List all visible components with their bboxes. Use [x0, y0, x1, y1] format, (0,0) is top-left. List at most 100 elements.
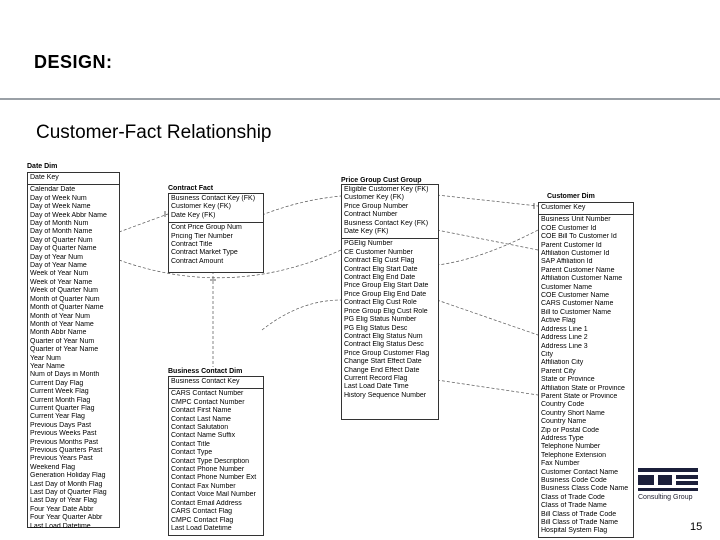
attribute: Contract Elig Start Date	[344, 265, 418, 273]
attribute: Address Line 2	[541, 334, 588, 342]
business-contact-dim-attributes: CARS Contact Number CMPC Contact Number …	[169, 389, 263, 534]
date-dim-keys: Date Key	[28, 173, 119, 186]
key-field: Customer Key (FK)	[171, 203, 231, 211]
price-group-cust-group-entity: Eligible Customer Key (FK) Customer Key …	[341, 184, 439, 420]
attribute: Telephone Number	[541, 443, 601, 451]
attribute: Day of Year Num	[30, 253, 83, 261]
price-group-cust-group-title: Price Group Cust Group	[341, 177, 422, 184]
attribute: Pricing Tier Number	[171, 232, 233, 240]
attribute: Day of Quarter Name	[30, 245, 97, 253]
attribute: History Sequence Number	[344, 391, 427, 399]
attribute: Month Abbr Name	[30, 329, 87, 337]
attribute: Contact Fax Number	[171, 482, 236, 490]
rel-customer-to-price-group-5	[436, 229, 539, 266]
attribute: Contract Elig End Date	[344, 274, 416, 282]
attribute: Customer Name	[541, 283, 592, 291]
attribute: Day of Quarter Num	[30, 236, 93, 244]
attribute: Calendar Date	[30, 186, 76, 194]
attribute: CARS Contact Number	[171, 390, 244, 398]
contract-fact-entity: Business Contact Key (FK) Customer Key (…	[168, 193, 264, 273]
rel-contract-fact-to-customer	[261, 195, 342, 216]
contract-fact-attributes: Cont Price Group Num Pricing Tier Number…	[169, 223, 263, 267]
attribute: Contract Title	[171, 241, 213, 249]
attribute: COE Bill To Customer Id	[541, 233, 617, 241]
customer-dim-attributes: Business Unit Number COE Customer Id COE…	[539, 215, 633, 536]
attribute: Affiliation City	[541, 359, 584, 367]
logo-text: Consulting Group	[638, 494, 693, 501]
attribute: Bill Class of Trade Name	[541, 519, 619, 527]
customer-dim-title: Customer Dim	[547, 193, 595, 200]
attribute: Day of Year Name	[30, 262, 87, 270]
attribute: Cont Price Group Num	[171, 224, 242, 232]
slide-subtitle: Customer-Fact Relationship	[36, 122, 272, 143]
attribute: Hospital System Flag	[541, 527, 608, 535]
attribute: Price Group Elig End Date	[344, 290, 427, 298]
attribute: Price Group Elig Start Date	[344, 282, 429, 290]
attribute: Address Line 1	[541, 325, 588, 333]
attribute: Price Group Elig Cust Role	[344, 307, 428, 315]
attribute: Contract Amount	[171, 257, 224, 265]
attribute: Contact First Name	[171, 407, 232, 415]
attribute: Change Start Effect Date	[344, 358, 422, 366]
attribute: Day of Week Name	[30, 203, 91, 211]
customer-dim-keys: Customer Key	[539, 203, 633, 216]
key-field: Customer Key (FK)	[344, 194, 404, 202]
attribute: Business Class Code Name	[541, 485, 629, 493]
attribute: Country Short Name	[541, 409, 605, 417]
attribute: Month of Year Name	[30, 320, 94, 328]
rel-price-group-to-customer-1	[436, 194, 539, 207]
attribute: Day of Month Num	[30, 220, 89, 228]
attribute: Last Load Datetime	[30, 522, 91, 530]
attribute: Address Line 3	[541, 342, 588, 350]
attribute: Current Month Flag	[30, 396, 91, 404]
key-field: Business Contact Key	[171, 378, 240, 385]
attribute: Weekend Flag	[30, 463, 76, 471]
rel-price-group-to-customer-2	[436, 229, 539, 251]
attribute: Current Quarter Flag	[30, 404, 95, 412]
attribute: Day of Week Abbr Name	[30, 211, 107, 219]
attribute: Year Num	[30, 354, 61, 362]
key-field: Date Key (FK)	[344, 228, 389, 236]
rel-business-contact-to-price-group	[261, 299, 342, 331]
key-field: Business Contact Key (FK)	[344, 219, 429, 227]
attribute: COE Customer Id	[541, 224, 597, 232]
attribute: Affiliation Customer Id	[541, 250, 610, 258]
attribute: SAP Affiliation Id	[541, 258, 593, 266]
business-contact-dim-keys: Business Contact Key	[169, 377, 263, 390]
attribute: Contract Market Type	[171, 249, 238, 257]
price-group-cust-group-keys: Eligible Customer Key (FK) Customer Key …	[342, 185, 438, 240]
attribute: Class of Trade Code	[541, 493, 605, 501]
attribute: Previous Weeks Past	[30, 430, 97, 438]
attribute: Month of Quarter Name	[30, 304, 104, 312]
attribute: Last Day of Month Flag	[30, 480, 103, 488]
date-dim-attributes: Calendar Date Day of Week Num Day of Wee…	[28, 185, 119, 532]
attribute: Telephone Extension	[541, 451, 606, 459]
attribute: Previous Months Past	[30, 438, 99, 446]
attribute: Last Day of Quarter Flag	[30, 489, 107, 497]
attribute: Contact Phone Number	[171, 466, 245, 474]
attribute: Last Load Datetime	[171, 524, 232, 532]
key-field: Date Key	[30, 174, 59, 181]
attribute: Affiliation State or Province	[541, 384, 625, 392]
date-dim-title: Date Dim	[27, 163, 58, 170]
attribute: PG Elig Status Number	[344, 316, 417, 324]
attribute: Day of Week Num	[30, 194, 87, 202]
attribute: Four Year Date Abbr	[30, 505, 94, 513]
attribute: State or Province	[541, 376, 595, 384]
business-contact-dim-title: Business Contact Dim	[168, 368, 243, 375]
attribute: Four Year Quarter Abbr	[30, 514, 103, 522]
business-contact-dim-entity: Business Contact Key CARS Contact Number…	[168, 376, 264, 536]
attribute: PG Elig Status Desc	[344, 324, 408, 332]
rel-price-group-to-customer-4	[436, 379, 539, 396]
customer-dim-entity: Customer Key Business Unit Number COE Cu…	[538, 202, 634, 538]
attribute: Current Week Flag	[30, 388, 89, 396]
attribute: Affiliation Customer Name	[541, 275, 623, 283]
attribute: Parent Customer Name	[541, 266, 615, 274]
title-rule	[0, 98, 720, 100]
key-field: Contract Number	[344, 211, 398, 219]
attribute: Contact Email Address	[171, 499, 242, 507]
attribute: Country Name	[541, 418, 587, 426]
attribute: Generation Holiday Flag	[30, 472, 106, 480]
attribute: Contact Phone Number Ext	[171, 474, 257, 482]
slide-title: DESIGN:	[34, 52, 113, 72]
